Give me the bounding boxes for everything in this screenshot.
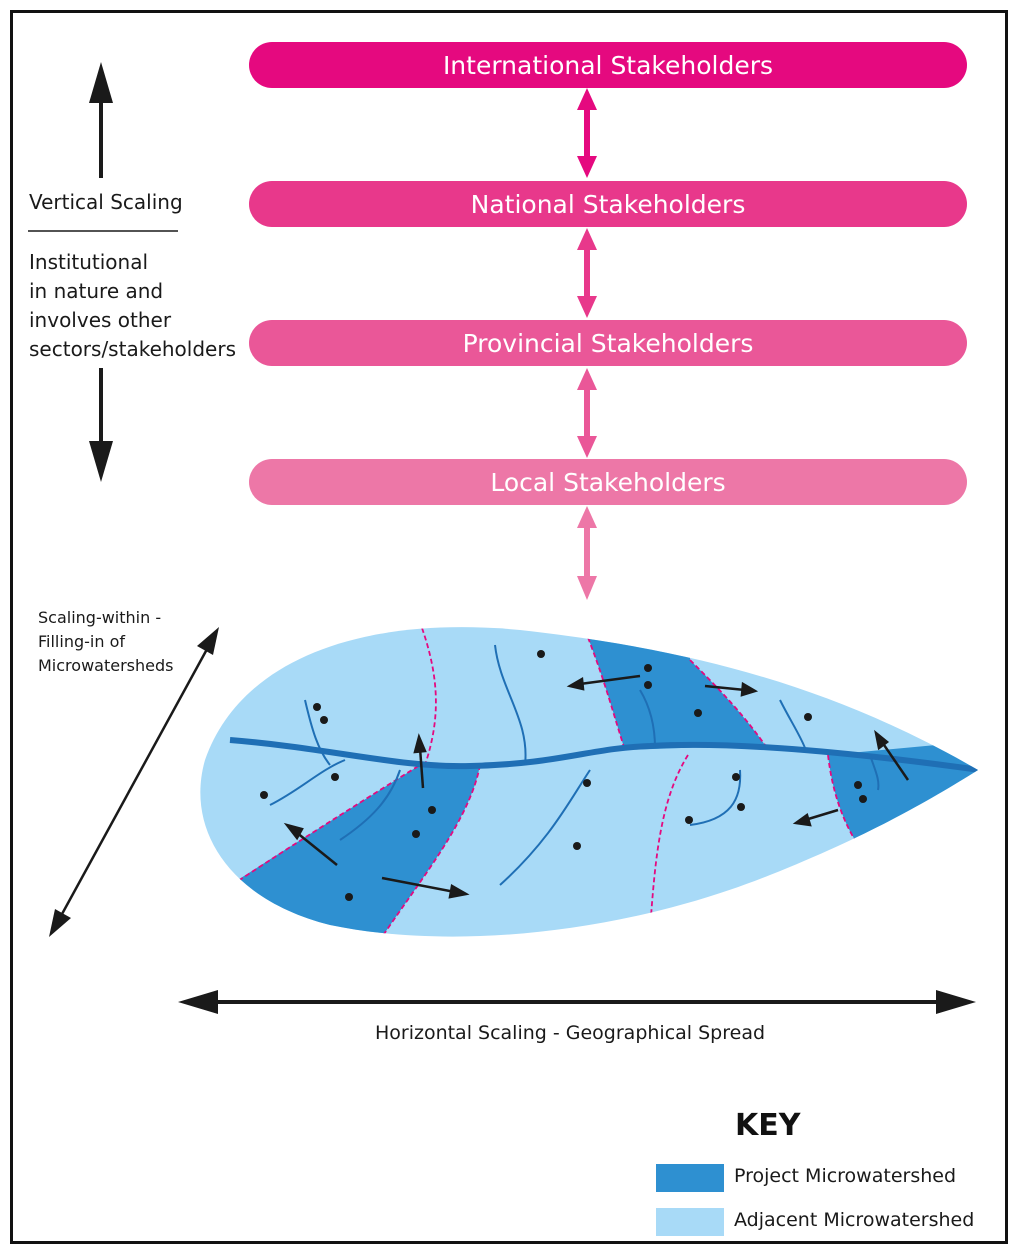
watershed-boundaries — [231, 627, 859, 937]
horizontal-scaling-arrow — [178, 990, 976, 1014]
adjacent-microwatershed-key-label: Adjacent Microwatershed — [734, 1209, 975, 1231]
spread-arrows — [283, 674, 910, 899]
vertical-description-line: sectors/stakeholders — [29, 337, 236, 361]
scaling-within-line: Microwatersheds — [38, 656, 174, 675]
vertical-scaling-arrow — [89, 62, 113, 482]
scaling-within-line: Scaling-within - — [38, 608, 162, 627]
international-stakeholders-bar: International Stakeholders — [249, 42, 967, 88]
scaling-within-label: Scaling-within - Filling-in of Microwate… — [38, 606, 173, 678]
diagram-frame — [10, 10, 1008, 1244]
project-microwatershed-band-1 — [200, 765, 480, 937]
connector-provincial-local — [577, 368, 597, 458]
vertical-description-line: involves other — [29, 308, 172, 332]
vertical-description-line: in nature and — [29, 279, 164, 303]
connector-national-provincial — [577, 228, 597, 318]
stakeholder-connectors — [577, 88, 597, 600]
connector-local-watershed — [577, 506, 597, 600]
key-title: KEY — [735, 1108, 801, 1143]
local-stakeholders-label: Local Stakeholders — [490, 467, 726, 497]
project-microwatershed-band-2 — [585, 627, 765, 750]
international-stakeholders-label: International Stakeholders — [442, 50, 774, 80]
project-microwatershed-swatch — [656, 1164, 724, 1192]
national-stakeholders-label: National Stakeholders — [470, 189, 746, 219]
horizontal-scaling-label: Horizontal Scaling - Geographical Spread — [374, 1022, 766, 1044]
vertical-description-line: Institutional — [29, 250, 149, 274]
river-network — [229, 644, 978, 886]
vertical-scaling-title: Vertical Scaling — [29, 190, 183, 214]
scaling-within-line: Filling-in of — [38, 632, 125, 651]
project-microwatershed-key-label: Project Microwatershed — [734, 1165, 957, 1187]
provincial-stakeholders-label: Provincial Stakeholders — [462, 328, 754, 358]
provincial-stakeholders-bar: Provincial Stakeholders — [249, 320, 967, 366]
national-stakeholders-bar: National Stakeholders — [249, 181, 967, 227]
adjacent-microwatershed-swatch — [656, 1208, 724, 1236]
watershed-map — [200, 627, 978, 937]
local-stakeholders-bar: Local Stakeholders — [249, 459, 967, 505]
connector-international-national — [577, 88, 597, 178]
vertical-scaling-description: Institutional in nature and involves oth… — [29, 248, 236, 364]
scaling-within-arrow — [49, 627, 219, 937]
settlement-dots — [260, 650, 867, 901]
